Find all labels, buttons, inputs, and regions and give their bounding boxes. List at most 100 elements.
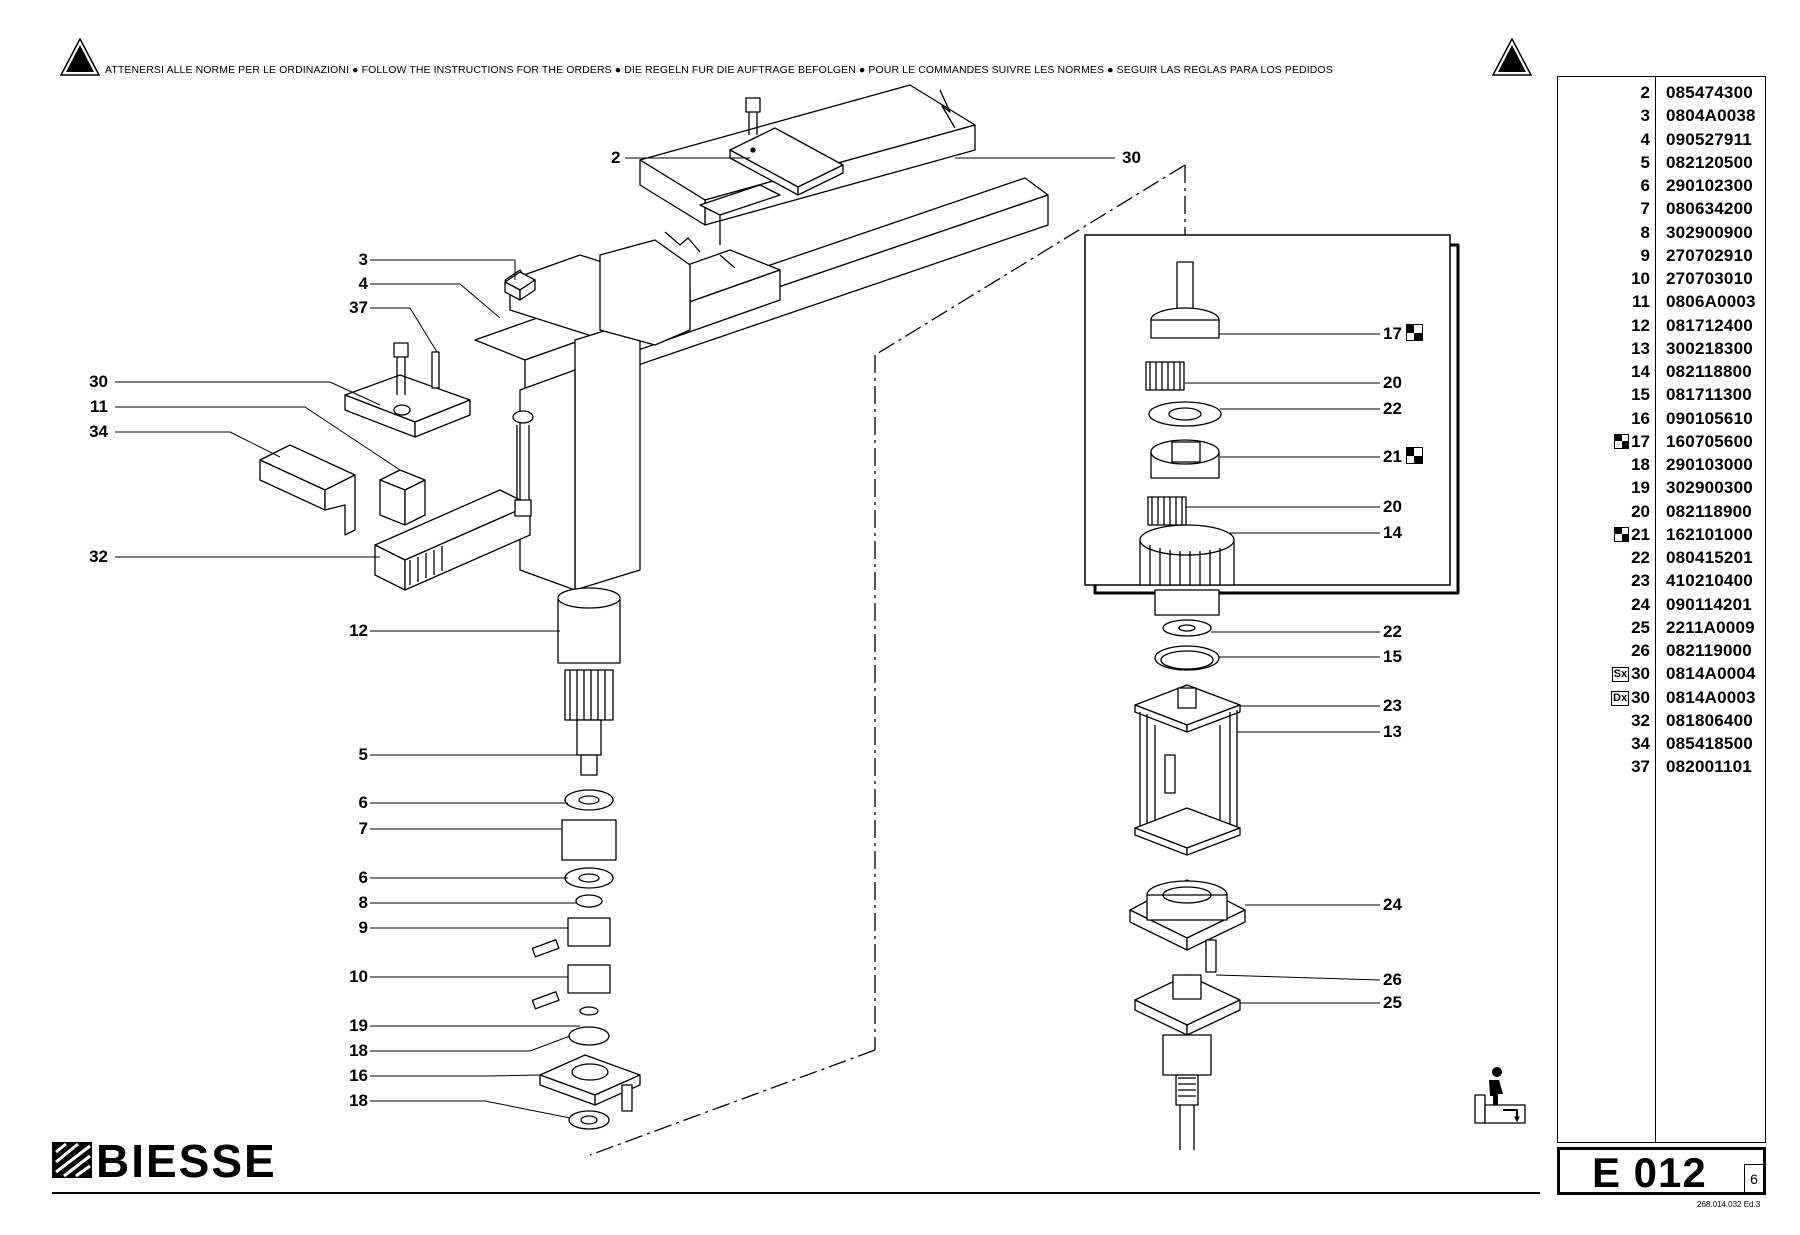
detail-inset-box	[1084, 234, 1460, 595]
parts-list-row: 21 162101000	[1558, 523, 1767, 546]
warning-triangle-icon	[1492, 38, 1532, 76]
part-position-number: 7	[1640, 199, 1650, 219]
motor-stack	[1129, 589, 1246, 1150]
brand-name: BIESSE	[96, 1135, 277, 1187]
callout-5: 5	[358, 745, 368, 764]
part-code: 081712400	[1666, 315, 1753, 335]
assembly-symbol-icon	[1614, 433, 1630, 449]
part-code: 162101000	[1666, 524, 1753, 544]
callout-8: 8	[358, 893, 368, 912]
callout-17-label: 17	[1383, 324, 1402, 343]
parts-list-row: 22 080415201	[1558, 546, 1767, 569]
callout-30-top: 30	[1122, 148, 1141, 167]
rack-part-32	[374, 489, 531, 591]
callout-23: 23	[1383, 696, 1402, 715]
part-code: 290102300	[1666, 176, 1753, 195]
part-position-number: 21	[1631, 524, 1650, 544]
part-code: 082119000	[1666, 641, 1752, 660]
part-position: 7	[1641, 197, 1650, 220]
callout-4: 4	[358, 274, 368, 293]
part-position-number: 30	[1631, 664, 1650, 684]
callout-15: 15	[1383, 647, 1402, 666]
part-position: 10	[1631, 267, 1650, 290]
part-code: 270702910	[1666, 245, 1753, 265]
part-code: 410210400	[1666, 571, 1753, 591]
callout-3: 3	[358, 250, 368, 269]
part-code: 090114201	[1666, 594, 1752, 614]
part-position: 11	[1632, 290, 1650, 313]
part-position-number: 9	[1640, 245, 1650, 265]
part-position-number: 37	[1631, 757, 1650, 777]
part-position-number: 14	[1631, 362, 1650, 381]
part-code: 085474300	[1666, 83, 1753, 102]
sheet-number: 6	[1744, 1164, 1763, 1193]
part-code: 2211A0009	[1666, 617, 1755, 637]
part-position: 9	[1641, 244, 1650, 267]
callout-26: 26	[1383, 970, 1402, 989]
parts-list-row: 2 085474300	[1558, 81, 1767, 104]
part-position: 22	[1631, 546, 1650, 569]
page-code: E 012	[1592, 1149, 1707, 1196]
callout-7: 7	[358, 819, 368, 838]
callout-24: 24	[1383, 895, 1402, 914]
order-instructions-text: ATTENERSI ALLE NORME PER LE ORDINAZIONI …	[105, 64, 1333, 76]
callout-22b: 22	[1383, 622, 1402, 641]
callout-18a: 18	[349, 1041, 368, 1060]
parts-list-divider	[1655, 77, 1656, 1142]
callout-21: 21	[1383, 447, 1423, 467]
part-position: 6	[1641, 174, 1650, 197]
part-position: 3	[1641, 104, 1650, 127]
part-code: 080415201	[1666, 548, 1753, 567]
page-forward-icon	[1474, 1067, 1526, 1124]
side-tag: Sx	[1611, 667, 1630, 683]
part-position-number: 30	[1631, 687, 1650, 707]
part-position-number: 3	[1640, 106, 1650, 126]
spindle-stack	[531, 587, 641, 1130]
callout-6b: 6	[358, 868, 368, 887]
parts-list-row: 11 0806A0003	[1558, 290, 1767, 313]
callout-2: 2	[611, 148, 621, 167]
callout-21-label: 21	[1383, 447, 1402, 466]
parts-list-row: 24 090114201	[1558, 593, 1767, 616]
part-position: 2	[1641, 81, 1650, 104]
part-code: 270703010	[1666, 269, 1753, 288]
parts-list-row: 10 270703010	[1558, 267, 1767, 290]
part-position-number: 12	[1631, 315, 1650, 335]
part-position: 14	[1631, 360, 1650, 383]
assembly-symbol-icon	[1405, 447, 1423, 464]
part-position-number: 15	[1631, 385, 1650, 405]
callout-11: 11	[90, 397, 108, 416]
part-code: 0814A0003	[1666, 687, 1756, 707]
part-code: 085418500	[1666, 734, 1753, 753]
parts-list-row: 6 290102300	[1558, 174, 1767, 197]
plate-part-30-left	[344, 342, 471, 438]
callout-14: 14	[1383, 523, 1402, 542]
part-code: 081806400	[1666, 710, 1753, 730]
part-position: 8	[1641, 221, 1650, 244]
page-code-box: E 012 6	[1557, 1147, 1766, 1195]
part-position: 17	[1614, 430, 1650, 453]
part-position-number: 20	[1631, 501, 1650, 521]
part-position: 16	[1631, 407, 1650, 430]
part-position-number: 24	[1631, 594, 1650, 614]
callout-34: 34	[89, 422, 108, 441]
callout-19: 19	[349, 1016, 368, 1035]
warning-triangle-icon	[60, 38, 100, 76]
callout-6a: 6	[358, 793, 368, 812]
part-code: 0806A0003	[1666, 292, 1756, 312]
document-reference: 268.014.032 Ed.3	[1697, 1200, 1761, 1209]
part-code: 290103000	[1666, 455, 1753, 474]
part-position-number: 17	[1631, 431, 1650, 451]
assembly-symbol-icon	[1405, 324, 1423, 341]
callout-30-left: 30	[89, 372, 108, 391]
part-position-number: 11	[1632, 292, 1650, 312]
part-code: 0814A0004	[1666, 664, 1756, 684]
